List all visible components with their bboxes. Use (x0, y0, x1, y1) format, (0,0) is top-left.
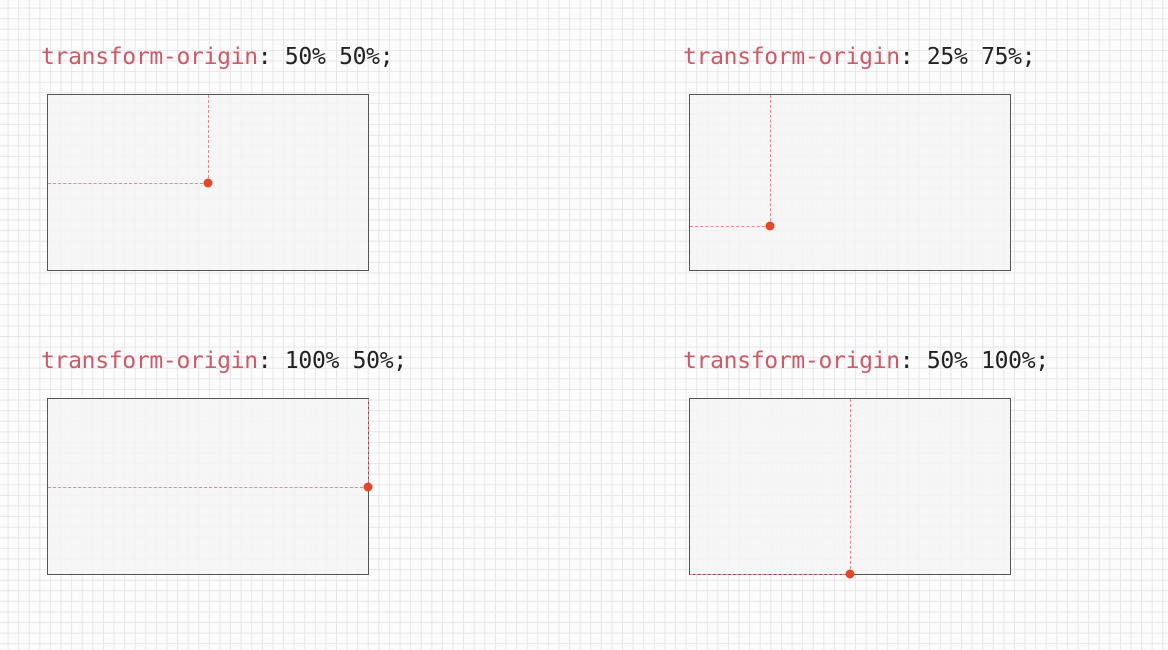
vertical-guide-line (850, 399, 851, 574)
separator: : (899, 348, 927, 374)
example-panel-2: transform-origin: 25% 75%; (683, 42, 1123, 282)
code-line: transform-origin: 25% 75%; (683, 42, 1036, 72)
property-value: 100% 50%; (284, 348, 407, 374)
property-value: 50% 50%; (284, 44, 394, 70)
code-line: transform-origin: 50% 50%; (41, 42, 394, 72)
element-box (689, 94, 1011, 271)
property-name: transform-origin (41, 348, 258, 374)
element-box (47, 94, 369, 271)
property-name: transform-origin (41, 44, 258, 70)
element-box (47, 398, 373, 575)
vertical-guide-line (208, 95, 209, 183)
property-value: 25% 75%; (926, 44, 1036, 70)
vertical-guide-line (770, 95, 771, 227)
example-panel-3: transform-origin: 100% 50%; (41, 346, 481, 586)
vertical-guide-line (368, 399, 369, 487)
element-box (689, 398, 1011, 579)
horizontal-guide-line (48, 486, 368, 488)
separator: : (257, 348, 285, 374)
origin-point (845, 569, 855, 579)
code-line: transform-origin: 100% 50%; (41, 346, 407, 376)
property-name: transform-origin (683, 348, 900, 374)
example-panel-1: transform-origin: 50% 50%; (41, 42, 481, 282)
property-value: 50% 100%; (926, 348, 1049, 374)
property-name: transform-origin (683, 44, 900, 70)
origin-point (203, 178, 213, 187)
horizontal-guide-line (690, 574, 850, 575)
horizontal-guide-line (48, 182, 208, 184)
separator: : (257, 44, 285, 70)
horizontal-guide-line (690, 226, 770, 228)
origin-point (765, 221, 775, 231)
separator: : (899, 44, 927, 70)
origin-point (363, 482, 373, 491)
example-panel-4: transform-origin: 50% 100%; (683, 346, 1123, 586)
code-line: transform-origin: 50% 100%; (683, 346, 1049, 376)
